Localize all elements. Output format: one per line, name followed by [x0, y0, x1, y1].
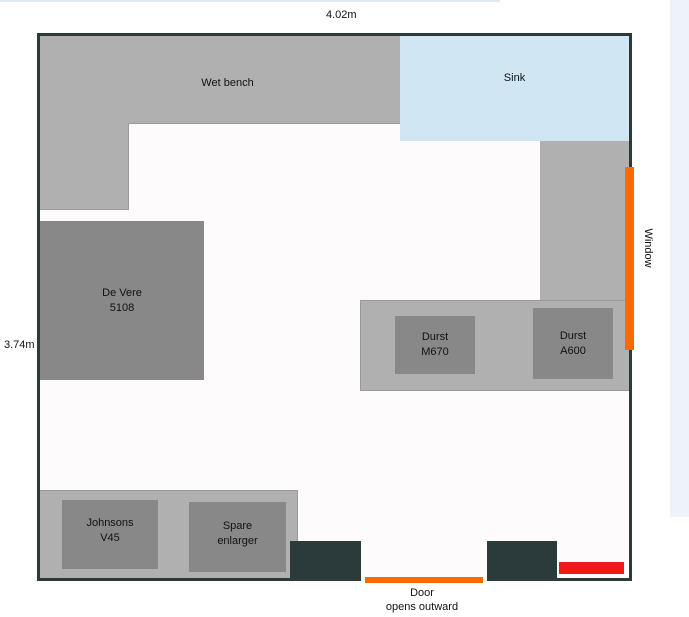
enlarger-model: 5108 — [109, 301, 135, 314]
red-marker — [559, 562, 624, 574]
wet-bench-label: Wet bench — [201, 76, 254, 89]
right-bench — [540, 141, 629, 301]
door-label-line2: opens outward — [385, 601, 459, 613]
width-dimension-label: 4.02m — [326, 9, 357, 21]
top-strip — [0, 0, 500, 2]
door[interactable] — [365, 577, 483, 583]
enlarger-johnsons-v45[interactable]: Johnsons V45 — [62, 500, 158, 569]
enlarger-model: enlarger — [217, 535, 258, 547]
sink: Sink — [400, 36, 629, 141]
enlarger-durst-a600[interactable]: Durst A600 — [533, 308, 613, 379]
enlarger-model: A600 — [560, 344, 586, 357]
wet-bench-leg — [40, 123, 129, 210]
wet-bench-top — [40, 36, 400, 124]
enlarger-de-vere[interactable]: De Vere 5108 — [40, 221, 204, 380]
height-dimension-label: 3.74m — [4, 339, 35, 351]
side-panel — [670, 0, 689, 517]
enlarger-name: Durst — [421, 331, 449, 343]
enlarger-model: V45 — [100, 532, 120, 544]
sink-label: Sink — [503, 72, 526, 84]
enlarger-name: De Vere — [102, 286, 142, 299]
enlarger-durst-m670[interactable]: Durst M670 — [395, 316, 475, 374]
enlarger-name: Johnsons — [86, 517, 134, 529]
enlarger-spare[interactable]: Spare enlarger — [189, 502, 286, 572]
enlarger-name: Spare — [222, 520, 253, 532]
door-jamb-right — [487, 541, 557, 581]
enlarger-model: M670 — [421, 346, 449, 358]
door-jamb-left — [290, 541, 361, 581]
window-label: Window — [642, 228, 655, 268]
door-label: Door opens outward — [360, 585, 484, 615]
window — [625, 167, 634, 350]
door-label-line1: Door — [410, 587, 434, 599]
enlarger-name: Durst — [559, 329, 587, 342]
